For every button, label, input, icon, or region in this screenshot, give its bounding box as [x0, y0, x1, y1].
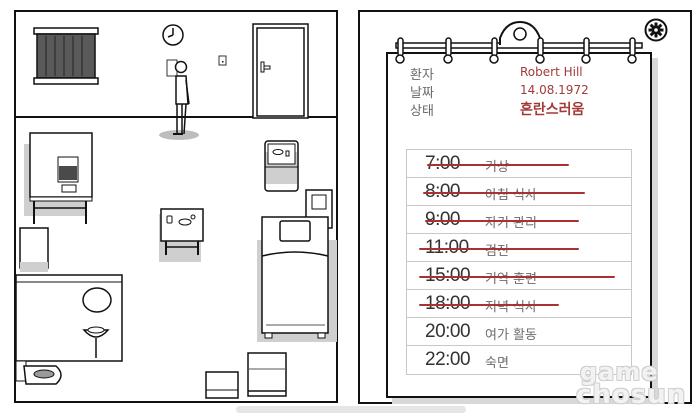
- stove-table[interactable]: [24, 132, 93, 224]
- schedule-time: 20:00: [425, 321, 471, 342]
- strike-through-mark: [423, 192, 585, 194]
- strike-through-mark: [427, 164, 569, 166]
- date-label: 날짜: [410, 86, 434, 101]
- scroll-indicator[interactable]: [236, 406, 466, 413]
- schedule-row[interactable]: 9:00 자기 관리: [407, 206, 631, 234]
- small-table[interactable]: [159, 208, 204, 262]
- schedule-task: 아침 식사: [485, 188, 537, 203]
- bed[interactable]: [257, 189, 337, 342]
- schedule-time: 7:00: [425, 153, 460, 174]
- schedule-task: 여가 활동: [485, 328, 537, 343]
- patient-notepad: 환자 Robert Hill 날짜 14.08.1972 상태 혼란스러움 7:…: [386, 52, 652, 398]
- patient-name: Robert Hill: [520, 65, 583, 79]
- bedside-cabinet[interactable]: [264, 140, 299, 192]
- schedule-row[interactable]: 11:00 검진: [407, 234, 631, 262]
- schedule-task: 기상: [485, 160, 509, 175]
- schedule-row[interactable]: 22:00 숙면: [407, 346, 631, 374]
- bathroom-area[interactable]: [16, 274, 123, 362]
- room-door[interactable]: [252, 23, 309, 119]
- schedule-task: 숙면: [485, 356, 509, 371]
- patient-status: 혼란스러움: [520, 102, 585, 118]
- patient-label: 환자: [410, 68, 434, 83]
- schedule-row[interactable]: 8:00 아침 식사: [407, 178, 631, 206]
- wardrobe[interactable]: [19, 227, 49, 272]
- sink: [82, 326, 110, 358]
- toilet[interactable]: [16, 360, 62, 385]
- notebook-panel: 환자 Robert Hill 날짜 14.08.1972 상태 혼란스러움 7:…: [358, 10, 692, 404]
- schedule-row[interactable]: 20:00 여가 활동: [407, 318, 631, 346]
- schedule-time: 8:00: [425, 181, 460, 202]
- strike-through-mark: [419, 276, 615, 278]
- room-scene: [14, 10, 338, 403]
- storage-box-large[interactable]: [247, 352, 287, 397]
- storage-box-small[interactable]: [205, 371, 239, 399]
- schedule-time: 18:00: [425, 293, 471, 314]
- daily-schedule: 7:00 기상 8:00 아침 식사 9:00 자기 관리 11:00 검진 1…: [406, 149, 632, 375]
- schedule-time: 11:00: [425, 237, 469, 258]
- schedule-task: 기억 훈련: [485, 272, 537, 287]
- schedule-task: 자기 관리: [485, 216, 537, 231]
- mirror: [82, 287, 112, 313]
- gear-icon: [644, 18, 668, 42]
- strike-through-mark: [419, 248, 579, 250]
- strike-through-mark: [419, 304, 559, 306]
- schedule-row[interactable]: 18:00 저녁 식사: [407, 290, 631, 318]
- schedule-time: 22:00: [425, 349, 471, 370]
- player-character[interactable]: [159, 60, 199, 141]
- notepad-binding: [395, 20, 643, 64]
- schedule-task: 저녁 식사: [485, 300, 537, 315]
- birth-date: 14.08.1972: [520, 83, 589, 97]
- room-illustration: [16, 23, 338, 399]
- schedule-task: 검진: [485, 244, 509, 259]
- schedule-time: 15:00: [425, 265, 471, 286]
- strike-through-mark: [425, 220, 579, 222]
- settings-button[interactable]: [644, 18, 668, 42]
- schedule-row[interactable]: 7:00 기상: [407, 150, 631, 178]
- spiral-ring-icon: [395, 37, 637, 64]
- barred-window[interactable]: [33, 27, 99, 85]
- status-label: 상태: [410, 104, 434, 119]
- schedule-row[interactable]: 15:00 기억 훈련: [407, 262, 631, 290]
- schedule-time: 9:00: [425, 209, 460, 230]
- wall-clock-icon[interactable]: [162, 24, 184, 46]
- light-switch[interactable]: [218, 55, 227, 66]
